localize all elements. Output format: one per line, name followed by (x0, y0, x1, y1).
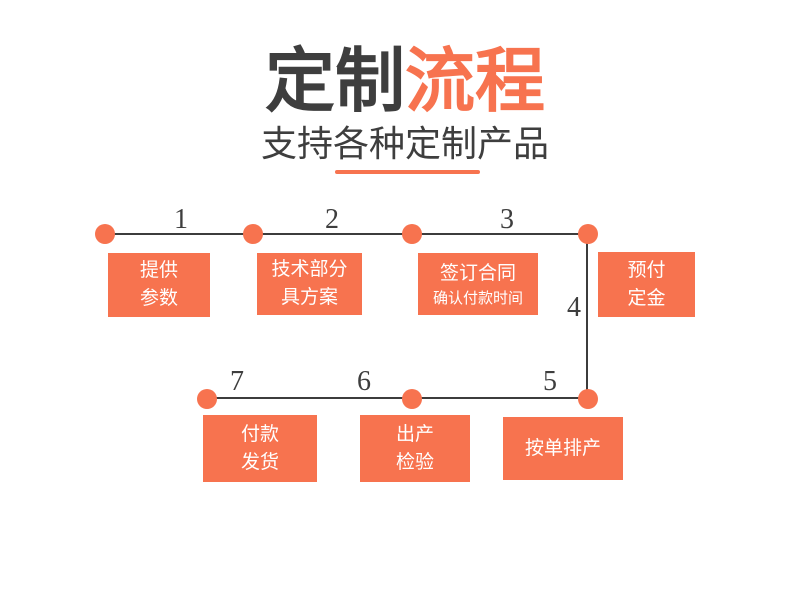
node-dot-7 (197, 389, 217, 409)
step-box-4: 预付 定金 (598, 252, 695, 317)
node-dot-1 (95, 224, 115, 244)
step-number-6: 6 (357, 366, 371, 397)
step-box-2: 技术部分 具方案 (257, 253, 362, 315)
step-box-7: 付款 发货 (203, 415, 317, 482)
connector-top-line (105, 233, 588, 235)
subtitle-underline-decoration (335, 170, 480, 174)
step-7-label-line2: 发货 (240, 451, 279, 473)
step-number-7: 7 (230, 366, 244, 397)
step-box-1: 提供 参数 (108, 253, 210, 317)
step-box-3: 签订合同 确认付款时间 (418, 253, 538, 315)
step-number-5: 5 (543, 366, 557, 397)
step-box-6: 出产 检验 (360, 415, 470, 482)
node-dot-3 (402, 224, 422, 244)
connector-vertical-line (586, 233, 588, 399)
step-6-label-line1: 出产 (395, 423, 434, 445)
step-3-label-line2: 确认付款时间 (432, 289, 523, 307)
node-dot-6 (402, 389, 422, 409)
step-box-5: 按单排产 (503, 417, 623, 480)
step-2-label-line1: 技术部分 (271, 259, 348, 280)
page-subtitle: 支持各种定制产品 (260, 123, 549, 164)
connector-bottom-line (207, 397, 588, 399)
step-4-label-line2: 定金 (627, 287, 666, 309)
node-dot-5 (578, 389, 598, 409)
step-1-label-line1: 提供 (139, 260, 178, 281)
step-3-label-line1: 签订合同 (439, 262, 516, 284)
step-6-label-line2: 检验 (395, 451, 434, 473)
step-4-label-line1: 预付 (627, 259, 666, 281)
step-number-2: 2 (325, 204, 339, 235)
step-number-4: 4 (567, 292, 581, 323)
page-title: 定制流程 (0, 46, 800, 116)
title-text-dark: 定制 (265, 42, 405, 120)
node-dot-4 (578, 224, 598, 244)
step-number-1: 1 (174, 204, 188, 235)
step-7-label-line1: 付款 (240, 423, 279, 445)
step-5-label-line1: 按单排产 (524, 437, 601, 459)
step-number-3: 3 (500, 204, 514, 235)
title-text-accent: 流程 (405, 42, 545, 120)
step-1-label-line2: 参数 (139, 288, 178, 309)
node-dot-2 (243, 224, 263, 244)
step-2-label-line2: 具方案 (280, 287, 338, 308)
